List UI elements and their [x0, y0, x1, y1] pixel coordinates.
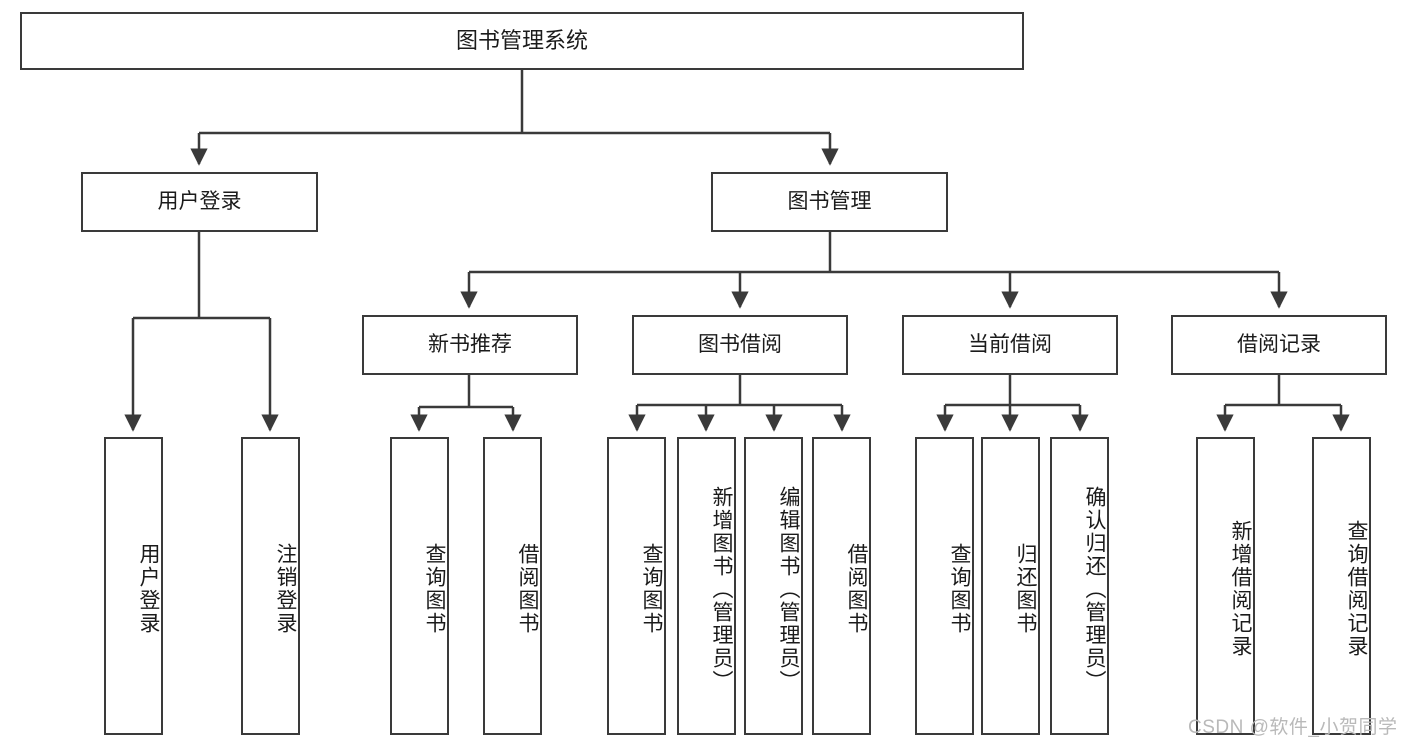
leaf-recommend-query-book[interactable]: 查询图书 — [390, 437, 449, 735]
node-label: 图书管理 — [787, 189, 872, 213]
node-label: 编辑图书（管理员） — [777, 485, 800, 693]
node-label: 新增借阅记录 — [1229, 520, 1252, 658]
node-label: 确认归还（管理员） — [1083, 485, 1106, 693]
node-label: 归还图书 — [1014, 543, 1037, 635]
node-book-management[interactable]: 图书管理 — [711, 172, 948, 232]
leaf-current-query-book[interactable]: 查询图书 — [915, 437, 974, 735]
node-borrow-record[interactable]: 借阅记录 — [1171, 315, 1387, 375]
node-label: 借阅图书 — [516, 543, 539, 635]
leaf-current-return-book[interactable]: 归还图书 — [981, 437, 1040, 735]
leaf-user-login-logout[interactable]: 注销登录 — [241, 437, 300, 735]
leaf-record-query-record[interactable]: 查询借阅记录 — [1312, 437, 1371, 735]
node-label: 查询图书 — [948, 543, 971, 635]
node-label: 查询图书 — [423, 543, 446, 635]
leaf-borrow-add-book-admin[interactable]: 新增图书（管理员） — [677, 437, 736, 735]
node-label: 查询借阅记录 — [1345, 520, 1368, 658]
leaf-borrow-edit-book-admin[interactable]: 编辑图书（管理员） — [744, 437, 803, 735]
node-label: 查询图书 — [640, 543, 663, 635]
leaf-user-login-login[interactable]: 用户登录 — [104, 437, 163, 735]
node-root-system[interactable]: 图书管理系统 — [20, 12, 1024, 70]
node-label: 用户登录 — [157, 189, 242, 213]
leaf-borrow-borrow-book[interactable]: 借阅图书 — [812, 437, 871, 735]
node-label: 新增图书（管理员） — [710, 485, 733, 693]
leaf-current-confirm-return-admin[interactable]: 确认归还（管理员） — [1050, 437, 1109, 735]
node-user-login[interactable]: 用户登录 — [81, 172, 318, 232]
node-label: 借阅图书 — [845, 543, 868, 635]
node-new-book-recommend[interactable]: 新书推荐 — [362, 315, 578, 375]
node-book-borrow[interactable]: 图书借阅 — [632, 315, 848, 375]
node-label: 注销登录 — [274, 543, 297, 635]
node-label: 图书管理系统 — [455, 28, 588, 54]
node-label: 用户登录 — [137, 543, 160, 635]
leaf-record-add-record[interactable]: 新增借阅记录 — [1196, 437, 1255, 735]
node-label: 借阅记录 — [1237, 332, 1321, 356]
node-current-borrow[interactable]: 当前借阅 — [902, 315, 1118, 375]
node-label: 图书借阅 — [698, 332, 782, 356]
node-label: 新书推荐 — [428, 332, 512, 356]
leaf-recommend-borrow-book[interactable]: 借阅图书 — [483, 437, 542, 735]
leaf-borrow-query-book[interactable]: 查询图书 — [607, 437, 666, 735]
node-label: 当前借阅 — [968, 332, 1052, 356]
watermark: CSDN @软件_小贺同学 — [1188, 717, 1398, 738]
